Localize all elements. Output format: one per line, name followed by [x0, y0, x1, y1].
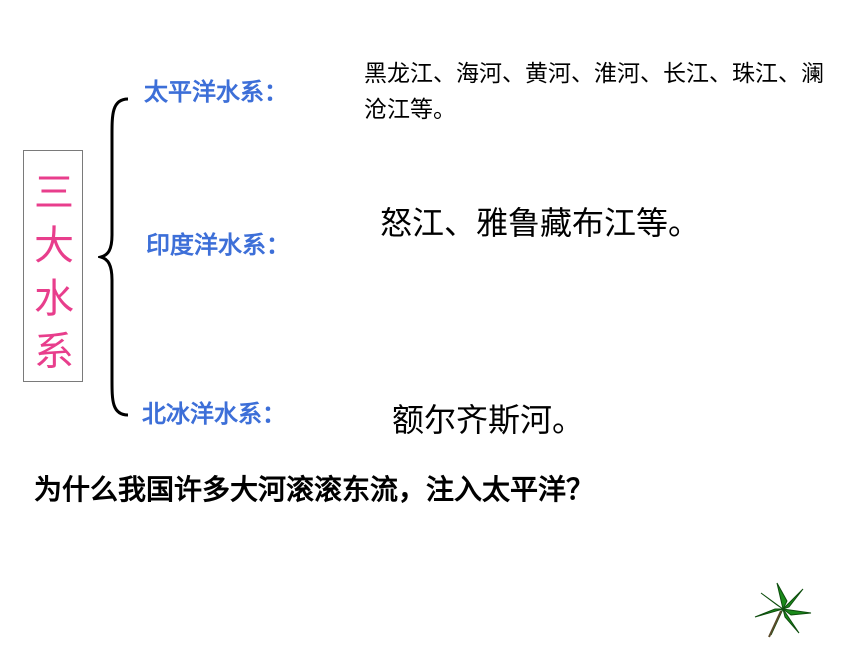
pacific-rivers-text: 黑龙江、海河、黄河、淮河、长江、珠江、澜沧江等。: [364, 61, 824, 123]
leaf-icon: [754, 582, 812, 638]
indian-system-label: 印度洋水系：: [146, 231, 290, 259]
side-title-box: 三 大 水 系: [23, 150, 83, 382]
side-title-char-2: 大: [34, 223, 74, 269]
side-title-char-1: 三: [34, 170, 74, 216]
question-text: 为什么我国许多大河滚滚东流，注入太平洋？: [34, 473, 595, 506]
indian-rivers-text: 怒江、雅鲁藏布江等。: [380, 204, 701, 242]
side-title-char-3: 水: [34, 276, 74, 322]
arctic-system-label: 北冰洋水系：: [142, 400, 286, 428]
side-title-char-4: 系: [34, 329, 74, 375]
curly-brace-icon: [98, 97, 129, 417]
pacific-system-label: 太平洋水系：: [144, 78, 288, 106]
arctic-rivers-text: 额尔齐斯河。: [392, 401, 585, 439]
